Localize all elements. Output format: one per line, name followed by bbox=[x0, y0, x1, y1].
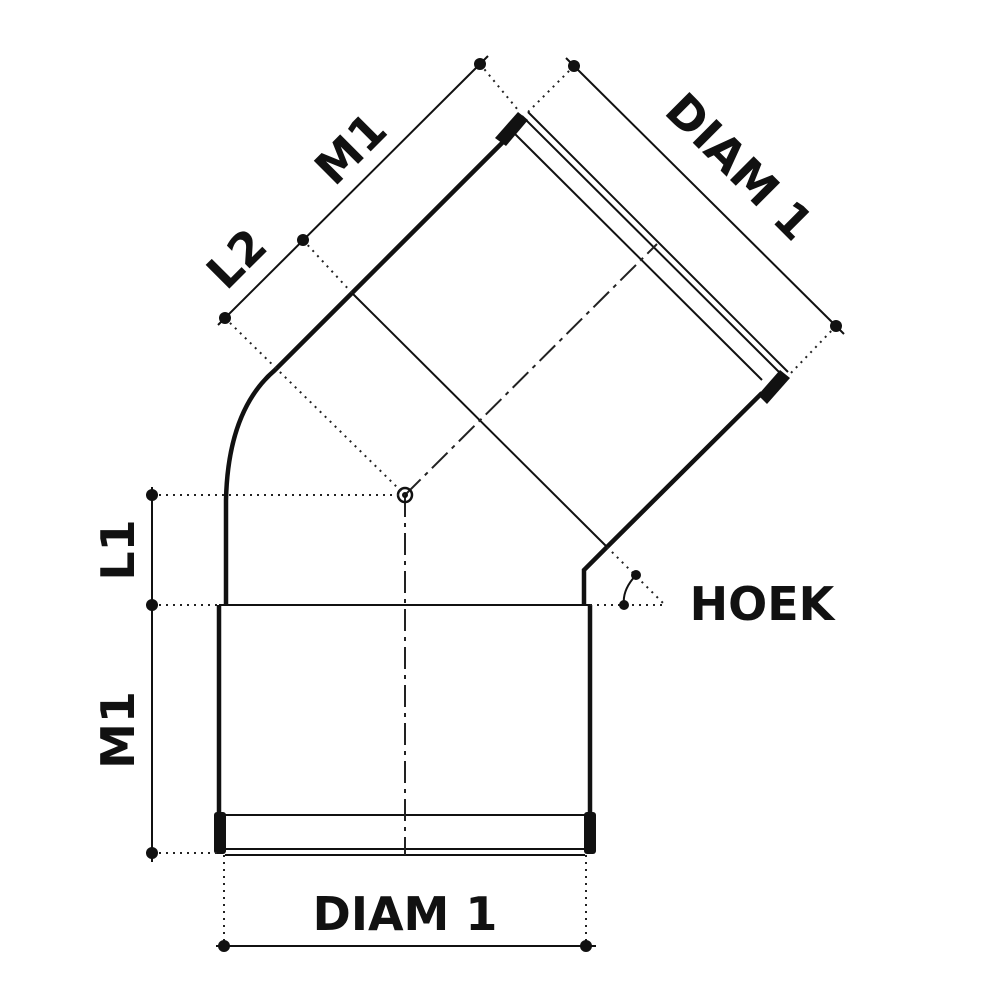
label-diam1-bottom: DIAM 1 bbox=[313, 887, 498, 941]
label-m1-top: M1 bbox=[304, 102, 397, 195]
upper-socket bbox=[350, 111, 790, 549]
label-m1-left: M1 bbox=[91, 691, 145, 769]
dimension-markers bbox=[146, 58, 842, 952]
center-lines bbox=[396, 243, 658, 855]
label-l2: L2 bbox=[196, 218, 278, 300]
label-diam1-top: DIAM 1 bbox=[655, 82, 824, 251]
elbow-body bbox=[223, 291, 609, 605]
label-l1: L1 bbox=[91, 519, 145, 580]
extension-lines bbox=[152, 63, 837, 946]
label-hoek: HOEK bbox=[690, 577, 837, 631]
